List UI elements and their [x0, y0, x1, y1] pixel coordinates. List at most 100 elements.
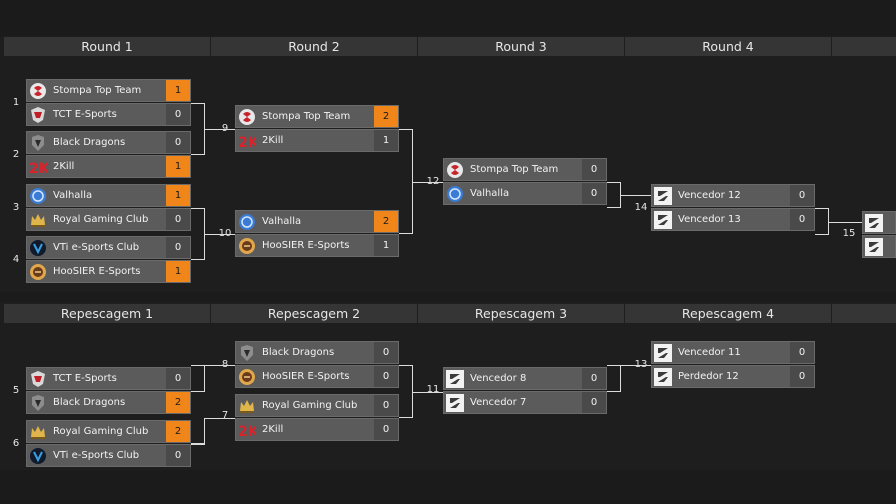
team-name: Royal Gaming Club — [262, 400, 358, 411]
column-header: Repescagem 3 — [418, 304, 624, 323]
team-slot[interactable]: Vencedor 13 0 — [651, 208, 815, 231]
team-logo — [29, 211, 47, 229]
team-name: 2Kill — [53, 161, 75, 172]
2kill-logo-icon: 2K — [238, 135, 260, 151]
placeholder-logo-icon — [446, 394, 464, 412]
tct-logo-icon — [31, 107, 45, 123]
team-name: 2Kill — [262, 424, 284, 435]
team-logo — [654, 211, 672, 229]
match-number: 14 — [634, 202, 648, 213]
valhalla-logo-icon — [30, 188, 46, 204]
team-score: 0 — [582, 392, 606, 413]
bracket-connector-out — [191, 391, 205, 392]
team-logo — [654, 368, 672, 386]
team-name: Vencedor 13 — [678, 214, 741, 225]
team-score: 0 — [166, 104, 190, 125]
match-number: 6 — [12, 438, 20, 449]
2kill-logo-icon: 2K — [29, 161, 51, 177]
team-slot[interactable]: TCT E-Sports 0 — [26, 103, 191, 126]
team-slot[interactable]: VTi e-Sports Club 0 — [26, 236, 191, 259]
team-slot-overflow[interactable] — [862, 235, 896, 258]
team-score: 0 — [582, 183, 606, 204]
team-name: VTi e-Sports Club — [53, 242, 140, 253]
placeholder-logo-icon — [865, 238, 883, 256]
team-name: Black Dragons — [53, 137, 126, 148]
match-number: 1 — [12, 97, 20, 108]
team-name: Perdedor 12 — [678, 371, 739, 382]
team-logo — [238, 397, 256, 415]
team-logo: 2K — [238, 132, 260, 151]
team-name: Stompa Top Team — [53, 85, 142, 96]
bracket-connector-out — [621, 365, 651, 366]
team-name: Black Dragons — [53, 397, 126, 408]
royal-logo-icon — [240, 400, 254, 413]
bracket-connector — [191, 103, 205, 155]
black-dragons-logo-icon — [32, 395, 44, 411]
team-name: TCT E-Sports — [53, 109, 117, 120]
team-name: HooSIER E-Sports — [262, 371, 350, 382]
bracket-connector-out — [205, 418, 235, 419]
match-number: 10 — [218, 228, 232, 239]
placeholder-logo-icon — [654, 211, 672, 229]
bracket-connector — [191, 418, 205, 444]
team-name: Stompa Top Team — [470, 164, 559, 175]
team-logo — [29, 263, 47, 281]
team-score: 1 — [166, 80, 190, 101]
bracket-connector-out — [829, 221, 862, 223]
team-slot[interactable]: HooSIER E-Sports 0 — [235, 365, 399, 388]
2kill-logo-icon: 2K — [238, 424, 260, 440]
svg-text:2K: 2K — [29, 161, 47, 176]
match-number: 7 — [221, 410, 229, 421]
match-number: 11 — [426, 384, 440, 395]
team-slot[interactable]: Stompa Top Team 1 — [26, 79, 191, 102]
team-logo — [446, 161, 464, 179]
team-name: Vencedor 11 — [678, 347, 741, 358]
column-header-overflow — [832, 37, 896, 56]
team-slot-overflow[interactable] — [862, 211, 896, 234]
placeholder-logo-icon — [654, 187, 672, 205]
match-number: 15 — [842, 228, 856, 239]
team-logo — [29, 394, 47, 412]
team-logo — [654, 344, 672, 362]
bracket-connector — [607, 182, 621, 208]
team-score: 0 — [374, 419, 398, 440]
team-score: 1 — [374, 130, 398, 151]
bracket-connector-out — [205, 234, 235, 235]
placeholder-logo-icon — [865, 214, 883, 232]
hoosier-logo-icon — [239, 369, 255, 385]
team-score: 0 — [374, 366, 398, 387]
team-score: 0 — [790, 209, 814, 230]
tct-logo-icon — [31, 371, 45, 387]
team-logo — [238, 108, 256, 126]
team-score: 2 — [374, 106, 398, 127]
team-score: 0 — [166, 237, 190, 258]
match-number: 2 — [12, 149, 20, 160]
column-header: Round 4 — [625, 37, 831, 56]
team-name: Black Dragons — [262, 347, 335, 358]
match-number: 13 — [634, 359, 648, 370]
